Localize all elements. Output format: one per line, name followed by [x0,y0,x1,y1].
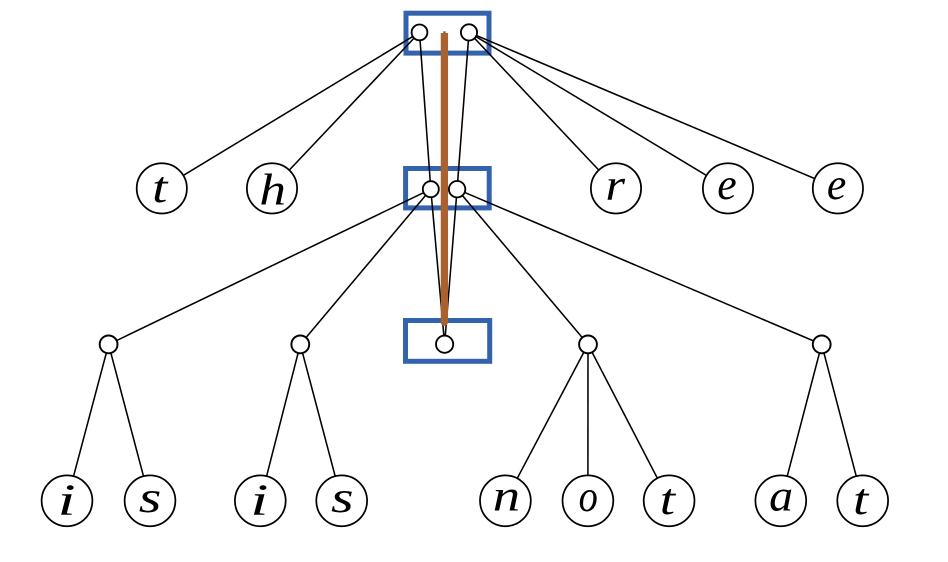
svg-text:t: t [853,475,870,524]
svg-text:n: n [493,472,520,521]
svg-text:t: t [152,163,169,212]
svg-text:s: s [139,473,162,522]
svg-text:o: o [579,472,598,521]
svg-text:s: s [331,473,354,522]
svg-text:i: i [58,475,76,524]
svg-text:e: e [717,160,736,209]
svg-text:a: a [769,472,793,521]
svg-text:r: r [606,160,627,209]
svg-text:h: h [259,166,286,215]
svg-text:e: e [827,160,846,209]
svg-text:t: t [660,475,677,524]
svg-text:i: i [250,475,268,524]
